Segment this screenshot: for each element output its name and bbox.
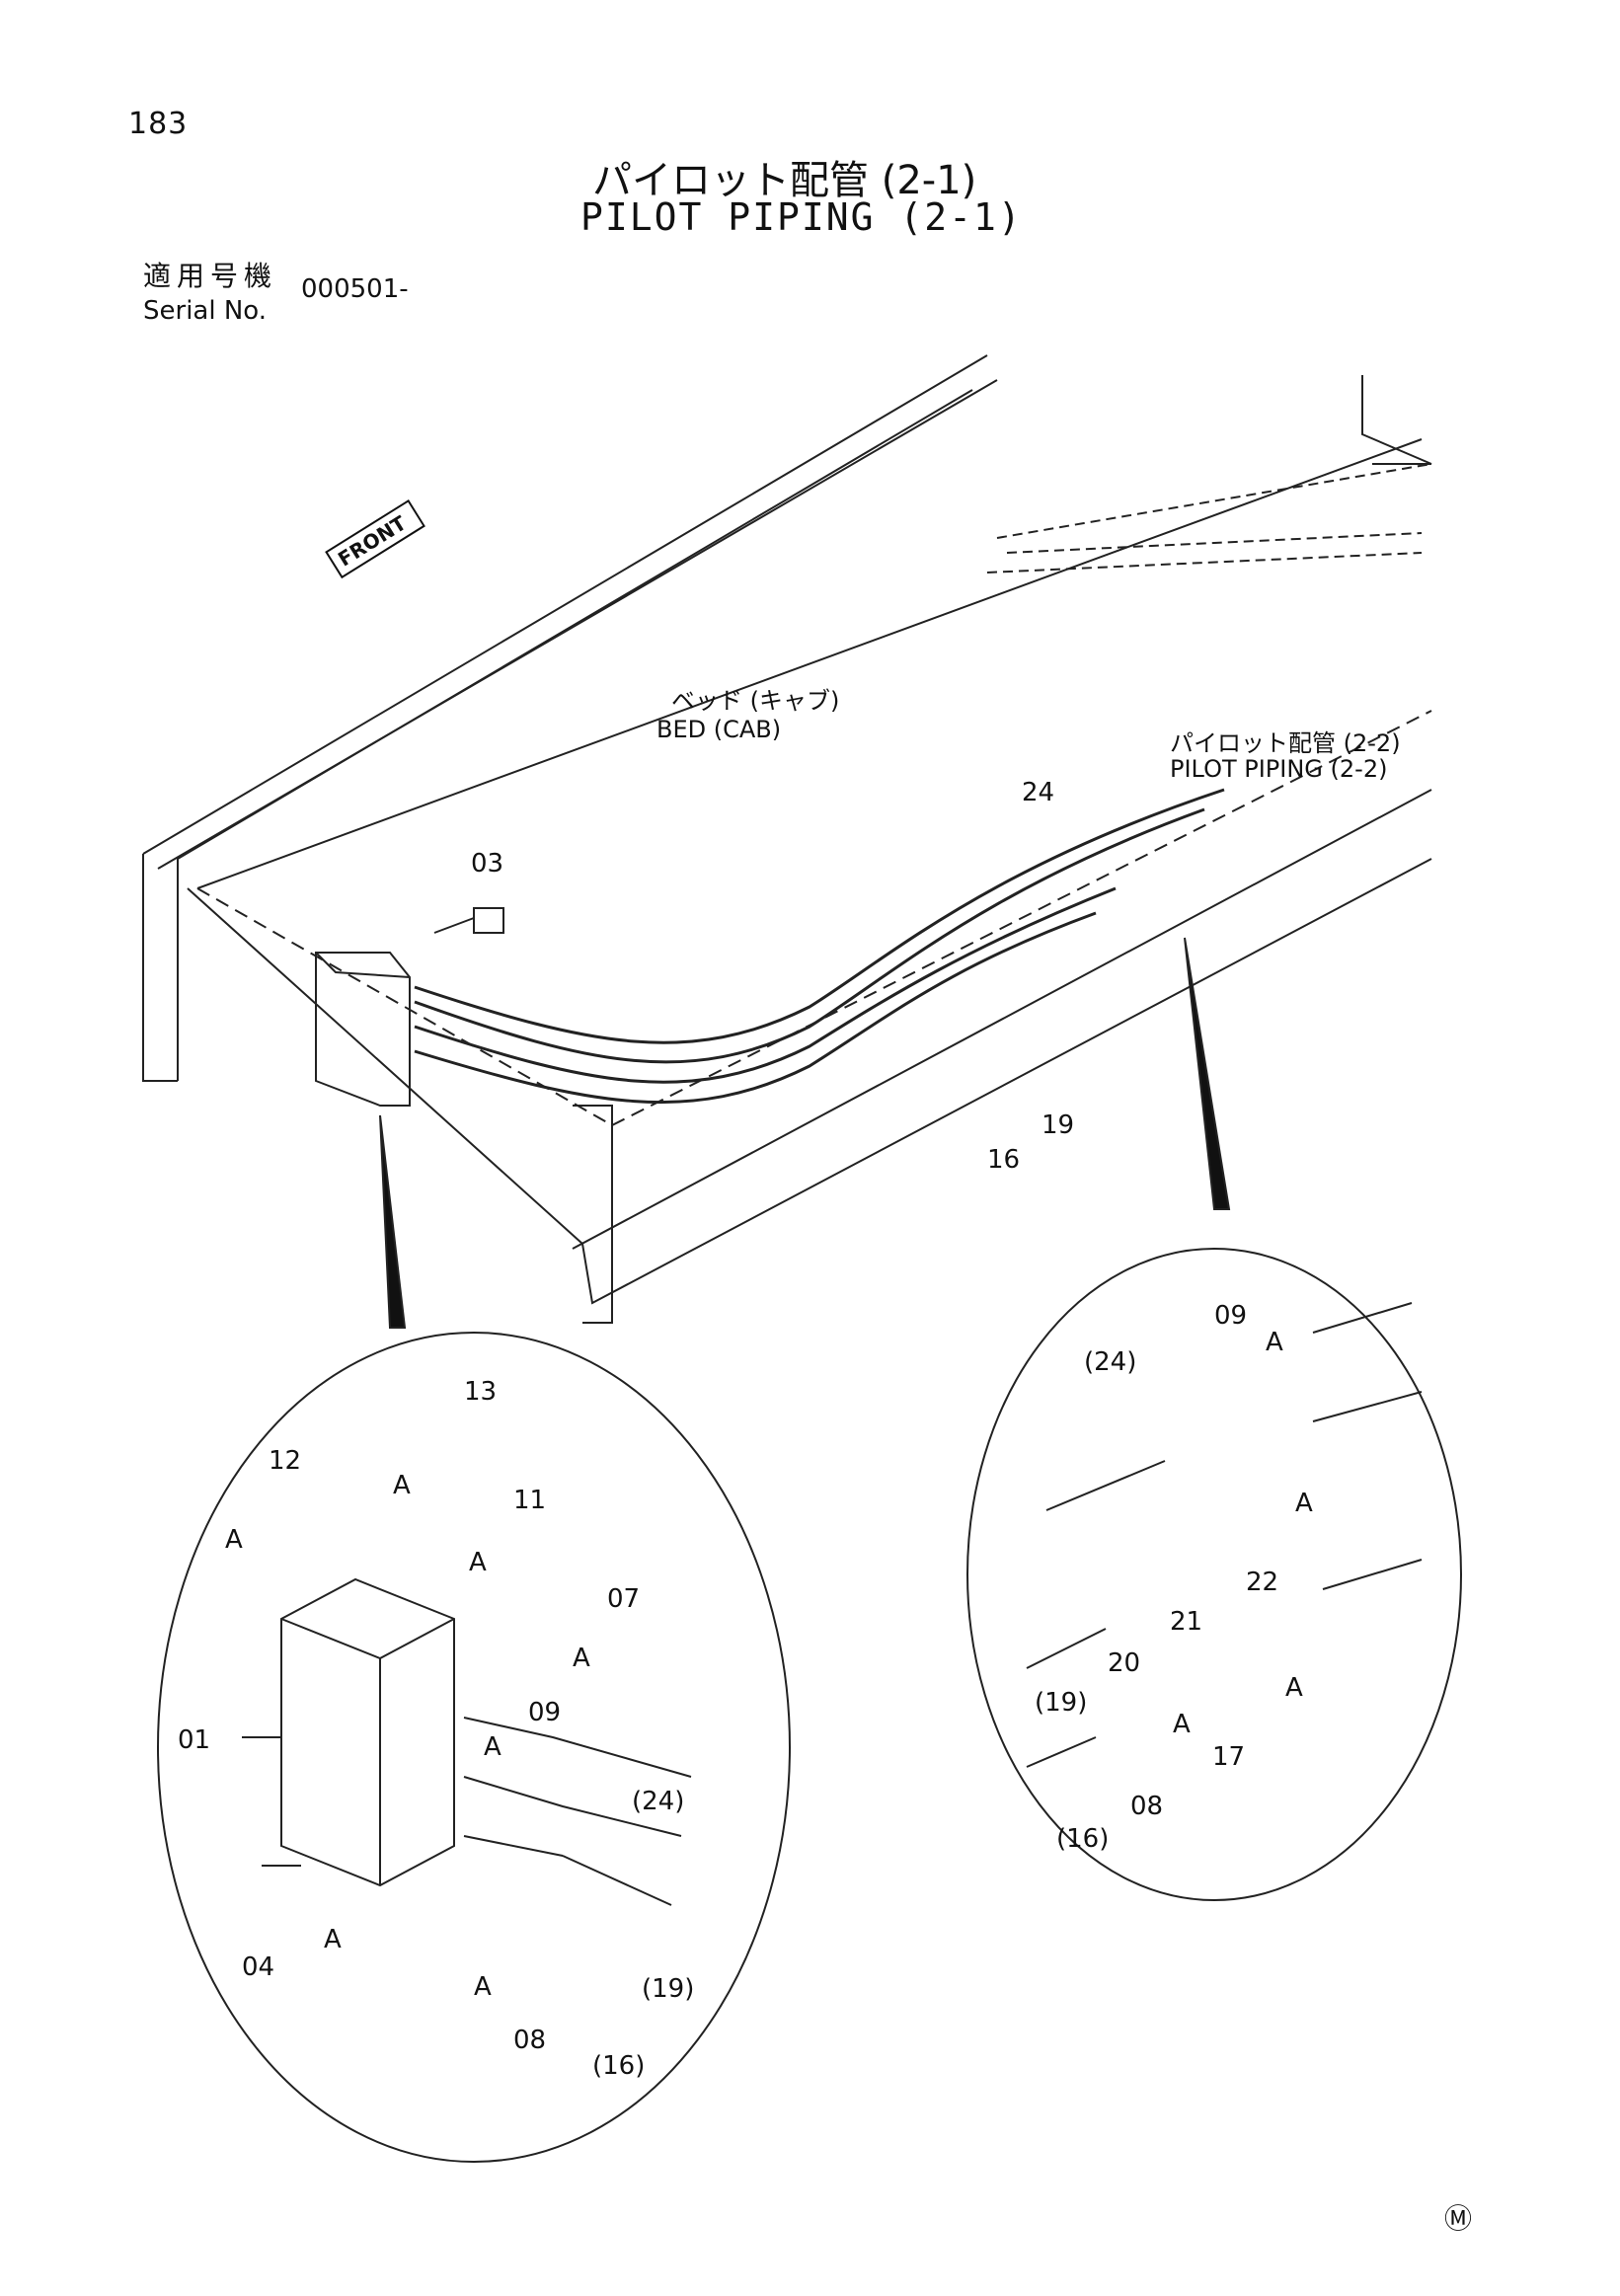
serial-label-jp: 適用号機 [143,260,278,292]
a-marker: A [1173,1710,1191,1739]
ref-label-en: PILOT PIPING (2-2) [1170,755,1388,783]
callout-16-right: (16) [1056,1824,1110,1854]
bed-right-side [1361,375,1432,465]
a-marker: A [1285,1673,1303,1703]
detail-hoses-right [1026,1302,1423,1768]
leader-right [1184,937,1231,1210]
page-number: 183 [128,107,189,141]
callout-01: 01 [178,1725,211,1755]
serial-value: 000501- [301,274,409,304]
callout-22: 22 [1246,1568,1279,1597]
callout-09-left: 09 [528,1698,562,1727]
callout-08-right: 08 [1130,1792,1164,1821]
a-marker: A [225,1525,243,1555]
callout-17: 17 [1212,1742,1246,1772]
leader-left [379,1114,407,1329]
bed-front-face [187,789,1432,1305]
a-marker: A [324,1925,342,1954]
hose-24 [414,807,1205,1064]
a-marker: A [393,1471,411,1500]
callout-24-left: (24) [632,1787,685,1816]
callout-20: 20 [1108,1648,1141,1678]
callout-09-right: 09 [1214,1301,1248,1331]
callout-03: 03 [471,849,504,879]
bed-rails [986,463,1432,574]
bed-label-en: BED (CAB) [656,716,782,743]
page-title-en: PILOT PIPING (2-1) [580,195,1023,239]
a-marker: A [1266,1328,1283,1357]
callout-04: 04 [242,1952,275,1982]
serial-label-en: Serial No. [143,296,267,326]
a-marker: A [469,1548,487,1577]
callout-16-left: (16) [592,2051,646,2081]
a-marker: A [1295,1489,1313,1518]
callout-11: 11 [513,1486,547,1515]
callout-16: 16 [987,1145,1021,1175]
a-marker: A [573,1644,590,1673]
callout-13: 13 [464,1377,498,1407]
callout-08-left: 08 [513,2026,547,2055]
a-marker: A [474,1972,492,2002]
hose-16 [414,911,1097,1105]
callout-21: 21 [1170,1607,1203,1637]
page-title-jp: パイロット配管 (2-1) [592,158,977,203]
hose-upper [414,788,1225,1044]
bolt-03 [433,907,504,934]
detail-circle-right [966,1248,1462,1901]
detail-fittings [463,1717,692,1906]
callout-19: 19 [1041,1110,1075,1140]
callout-24-right: (24) [1084,1347,1137,1377]
hose-19 [414,886,1117,1084]
detail-block [280,1577,455,1887]
a-marker: A [484,1732,501,1762]
callout-19-left: (19) [642,1974,695,2004]
bed-top-edge [157,379,1423,889]
callout-07: 07 [607,1584,641,1614]
bed-label-jp: ベッド (キャブ) [671,687,840,715]
callout-12: 12 [269,1446,302,1476]
corner-mark: Ⓜ [1443,2202,1472,2235]
callout-24: 24 [1022,778,1055,807]
detail-circle-left [157,1332,791,2163]
callout-19-right: (19) [1035,1688,1088,1718]
bed-outline [142,354,988,1082]
bed-corner [573,1105,613,1324]
ref-label-jp: パイロット配管 (2-2) [1170,729,1401,757]
pilot-block [315,952,411,1107]
